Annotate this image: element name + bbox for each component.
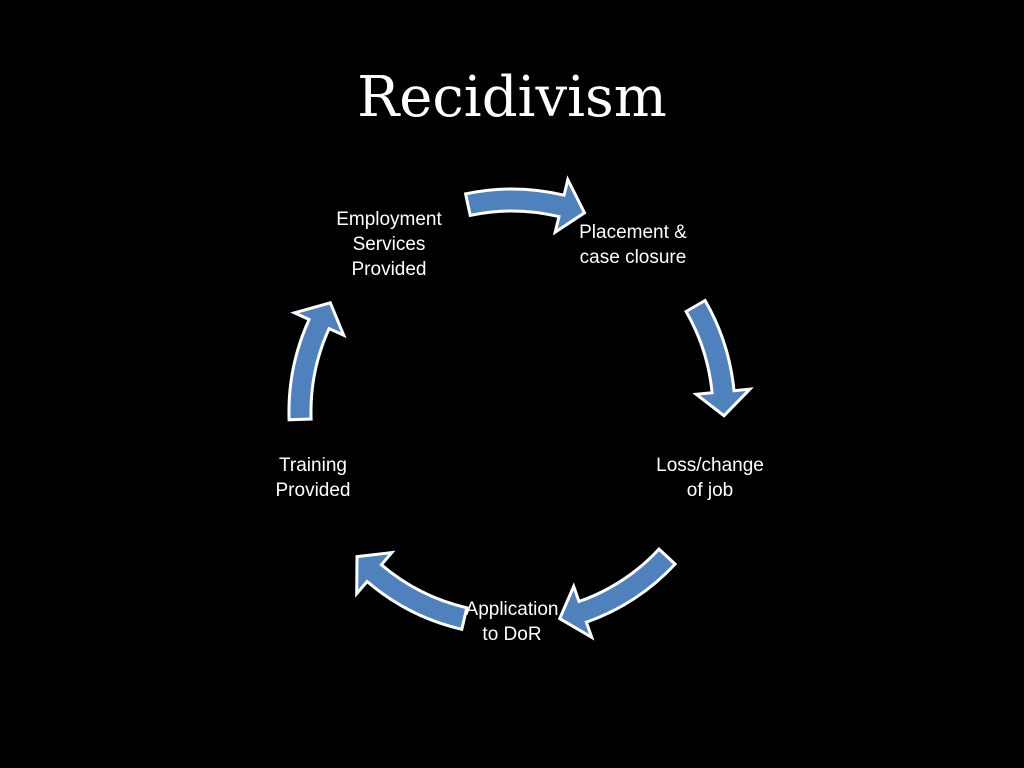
cycle-arrow-1 (463, 175, 587, 236)
cycle-arrow-5 (287, 300, 347, 422)
node-training-provided: Training Provided (275, 455, 351, 501)
node-employment-services-provided: Employment Services Provided (336, 209, 442, 280)
cycle-arrow-3 (557, 546, 678, 641)
node-loss-change-of-job: Loss/change of job (656, 455, 764, 501)
cycle-arrow-4 (355, 550, 469, 632)
cycle-arrow-2 (684, 298, 754, 418)
slide-title: Recidivism (357, 65, 667, 130)
node-application-to-dor: Application to DoR (465, 599, 559, 645)
node-placement-case-closure: Placement & case closure (579, 222, 687, 268)
cycle-arrows (287, 175, 754, 641)
